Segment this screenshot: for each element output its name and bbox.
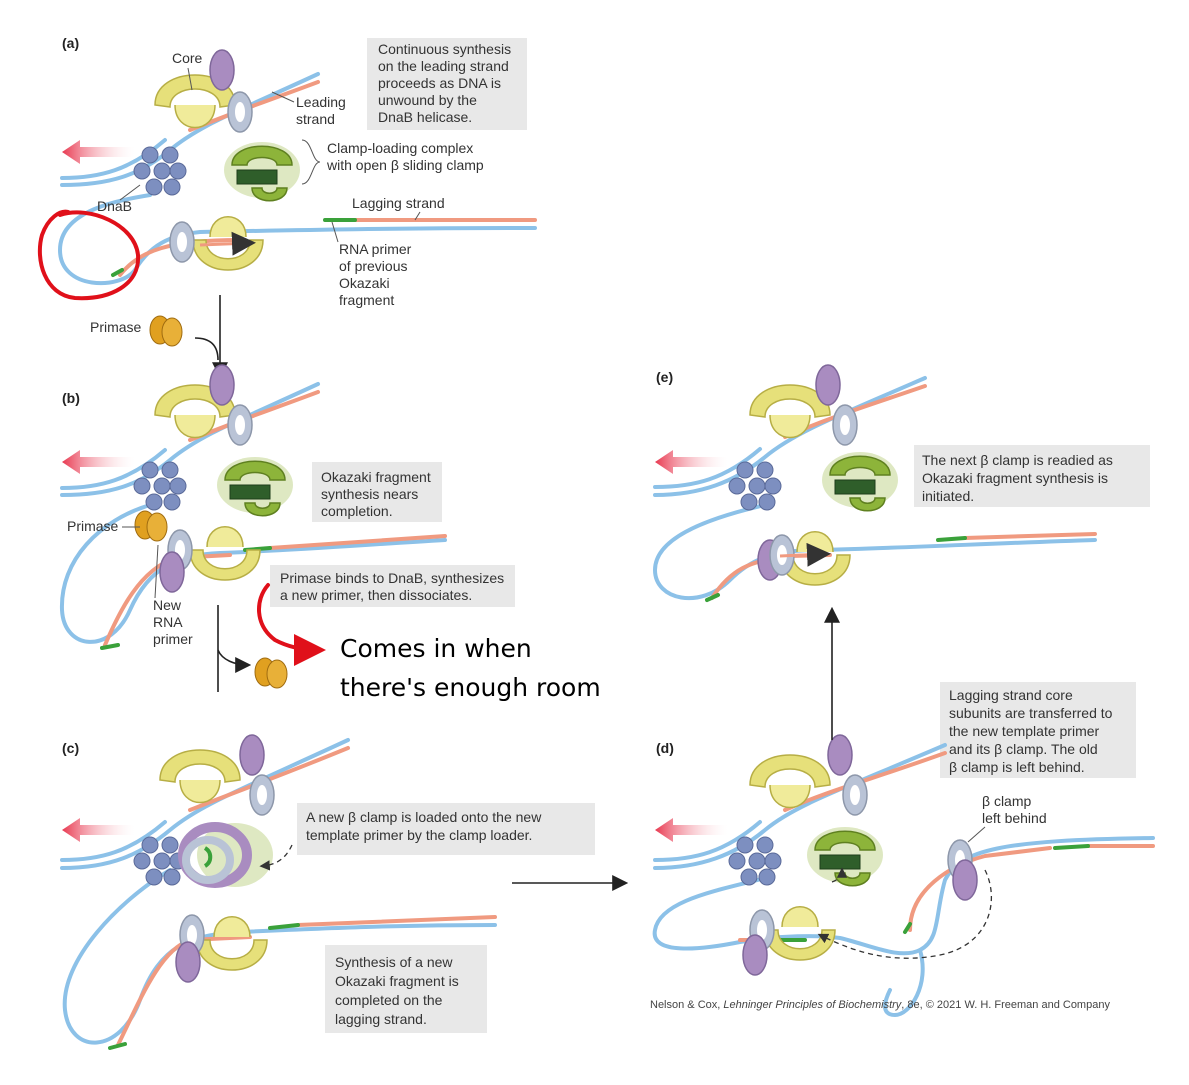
panel-b-caption2-box [270,565,515,607]
panel-c-caption2-box [325,945,487,1033]
panel-c-letter: (c) [62,740,79,756]
panel-a-letter: (a) [62,35,79,51]
panel-d: (d) Lagging strand core subunits are tra… [650,606,1155,1018]
clamp-purple [209,49,235,91]
primase-a [149,315,183,347]
panel-e-letter: (e) [656,369,673,385]
dnab-helicase [133,146,187,196]
panel-c-caption2: Synthesis of a new Okazaki fragment is c… [335,954,463,1027]
credit-line: Nelson & Cox, Lehninger Principles of Bi… [650,999,1110,1011]
label-primase-a: Primase [90,319,142,335]
red-annotation-arrow [256,583,326,666]
panel-b-caption1-box [312,462,442,522]
panel-b-caption1: Okazaki fragment synthesis nears complet… [321,469,435,519]
primase-b [134,510,168,542]
panel-c: (c) A new β clamp is loaded onto the new… [60,734,629,1050]
panel-d-caption-box [940,682,1136,778]
panel-b-caption2: Primase binds to DnaB, synthesizes a new… [280,570,508,603]
label-new-rna-primer: New RNA primer [153,597,193,647]
panel-c-caption1-box [297,803,595,855]
panel-a: (a) Continuous synthesis on the leading … [37,35,537,379]
panel-a-caption-box [367,38,527,130]
primase-dissociated [254,657,288,689]
panel-c-caption1: A new β clamp is loaded onto the new tem… [306,809,545,843]
red-marker-circle [37,209,141,301]
panel-a-caption: Continuous synthesis on the leading stra… [378,41,515,125]
direction-arrow [62,140,135,164]
label-dnab: DnaB [97,198,132,214]
handwritten-annotation: Comes in when there's enough room [340,634,601,702]
panel-b-letter: (b) [62,390,80,406]
label-clamp-loading-complex: Clamp-loading complex with open β slidin… [326,140,484,173]
panel-d-letter: (d) [656,740,674,756]
label-primase-b: Primase [67,518,119,534]
label-beta-clamp-left-behind: β clamp left behind [982,793,1047,826]
clamp-loader [223,141,301,202]
panel-e-caption: The next β clamp is readied as Okazaki f… [922,452,1117,504]
panel-e-caption-box [914,445,1150,507]
panel-b: (b) Okazaki fragment synthesis nears com… [59,364,601,702]
label-lagging-strand: Lagging strand [352,195,445,211]
panel-e: (e) The next β clamp is readied as Okaza… [652,364,1150,602]
clamp-gray [227,91,253,133]
clamp-gray-lag [169,221,195,263]
label-core: Core [172,50,203,66]
panel-d-caption: Lagging strand core subunits are transfe… [949,687,1116,775]
lagging-template-strand [57,193,537,286]
label-leading-strand: Leading strand [296,94,350,127]
label-rna-primer: RNA primer of previous Okazaki fragment [339,241,415,308]
